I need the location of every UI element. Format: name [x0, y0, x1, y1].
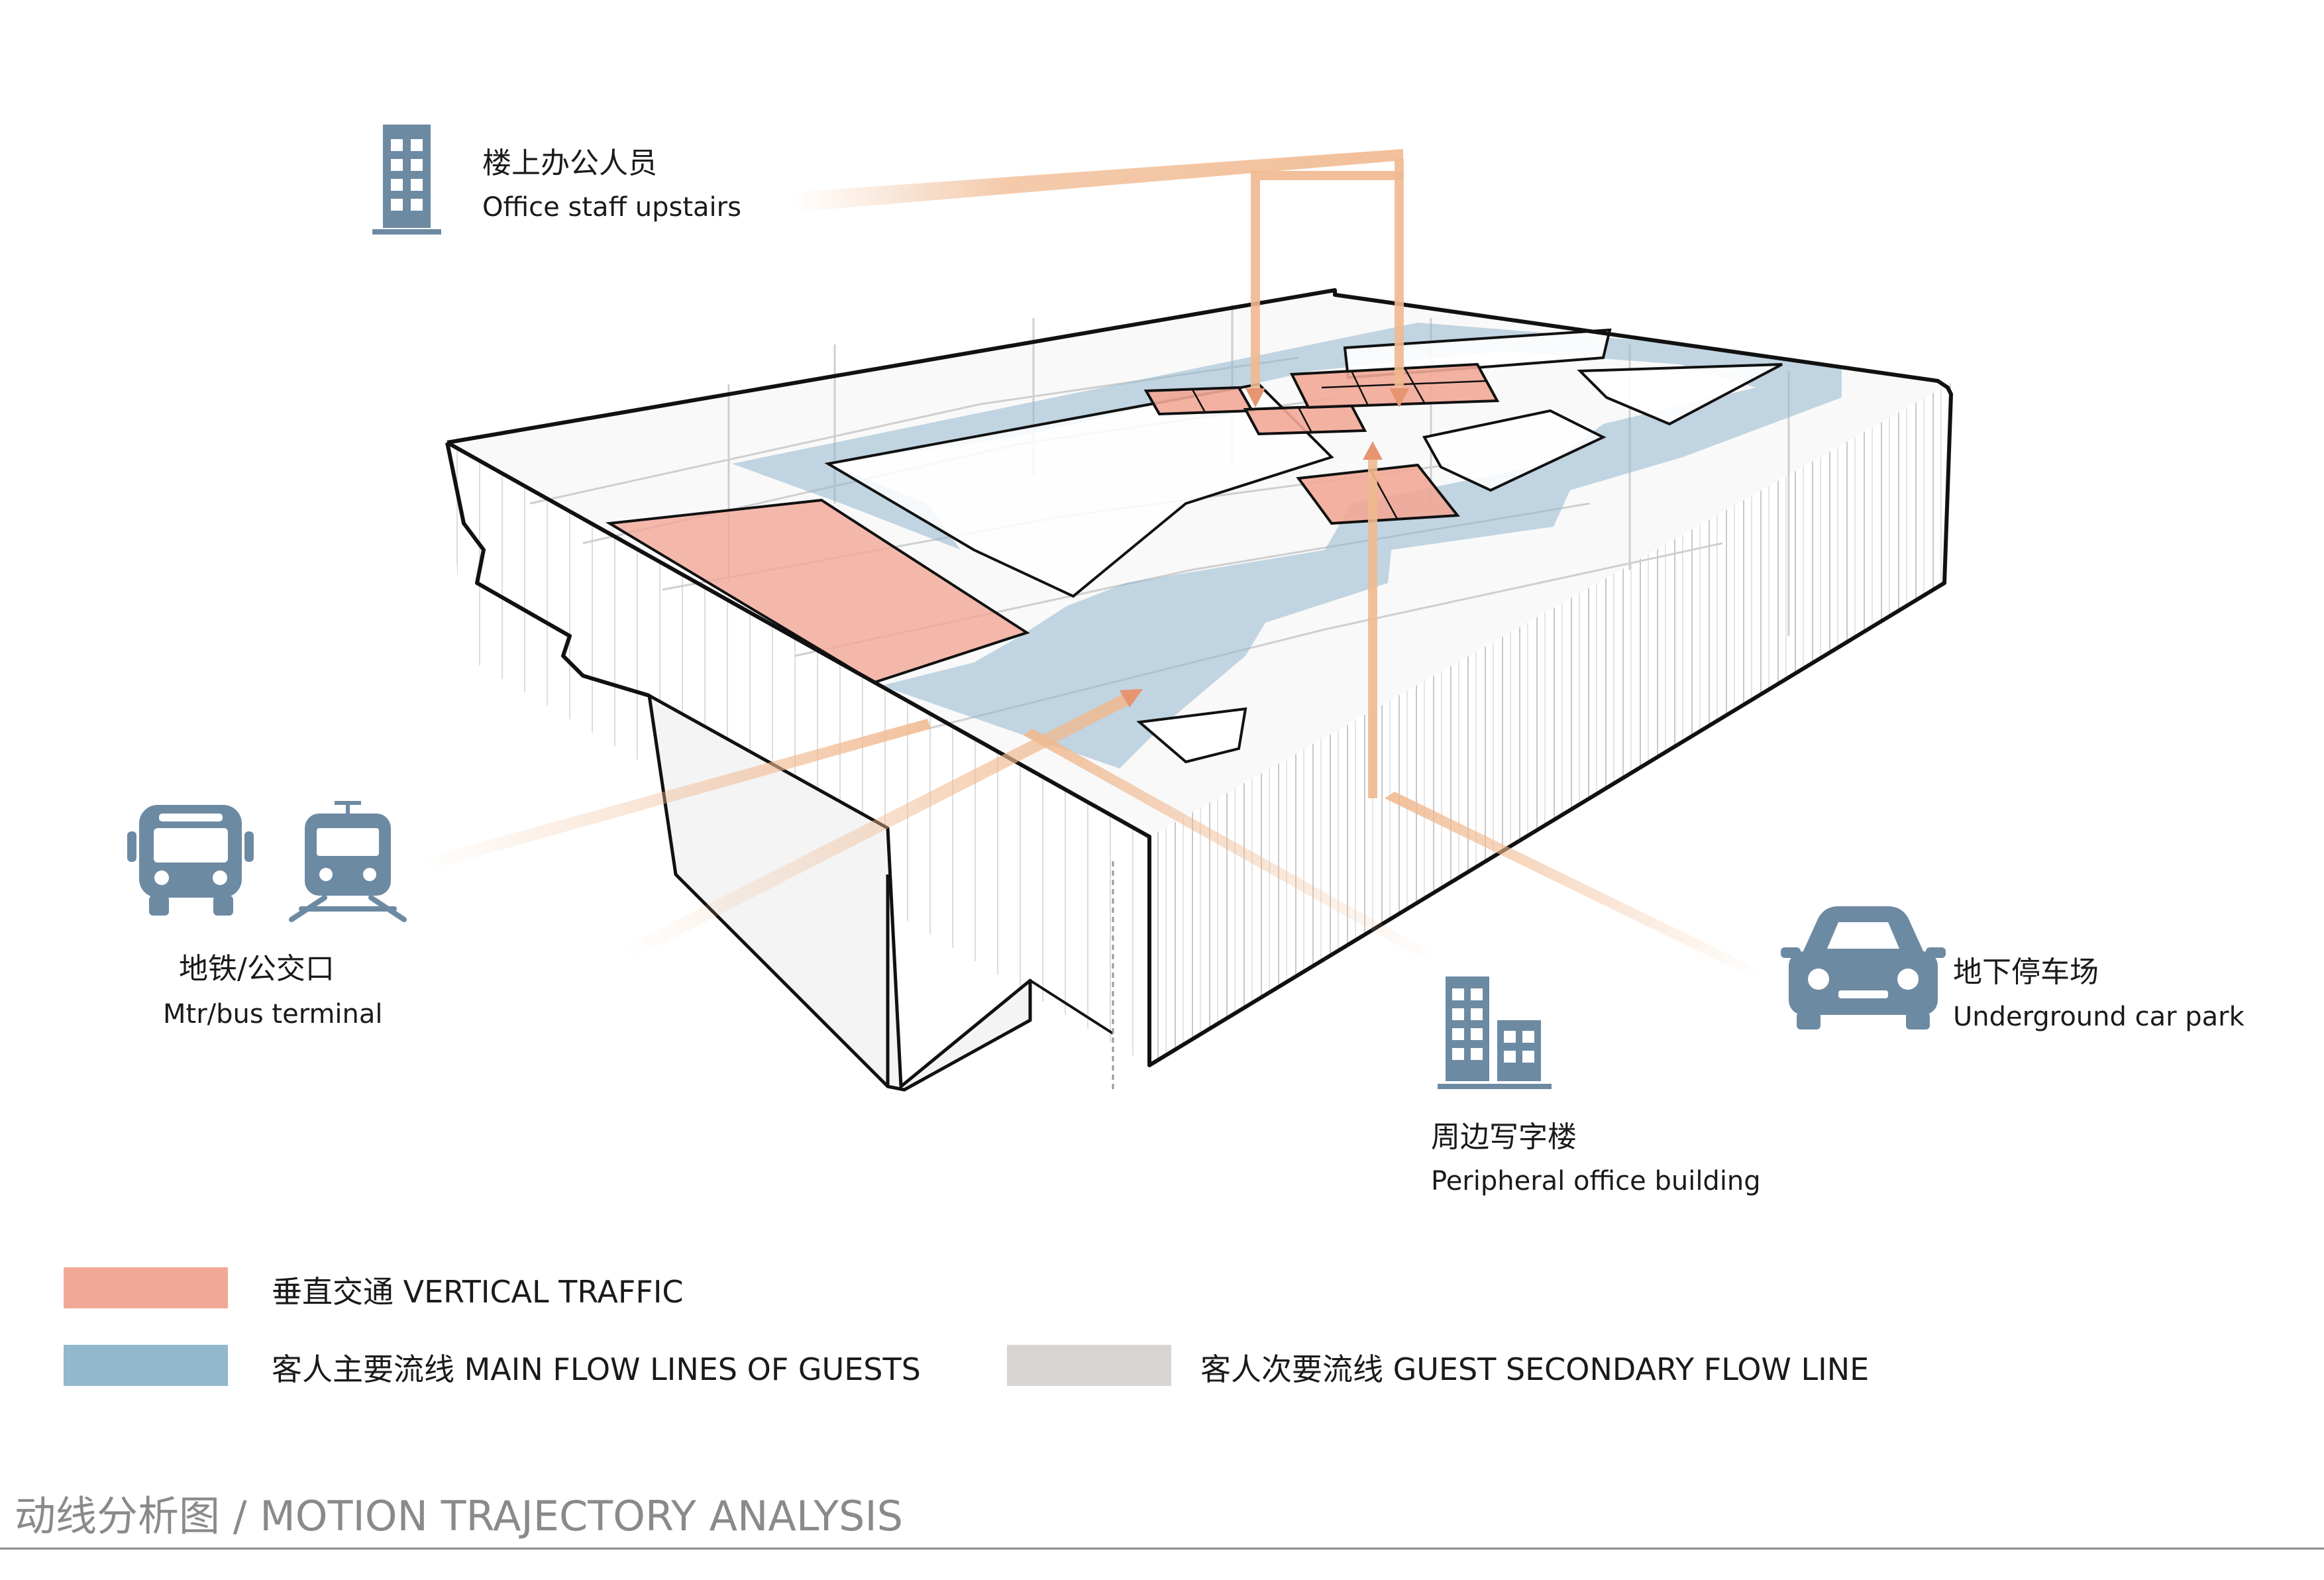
legend-swatch-main-flow [64, 1345, 228, 1386]
bus-icon [127, 805, 254, 916]
vertical-traffic-escalator [605, 498, 1030, 684]
mtr-bus-label-zh: 地铁/公交口 [179, 952, 335, 986]
building-model [445, 288, 1953, 1093]
car-park-label-zh: 地下停车场 [1953, 955, 2099, 989]
legend-label-main-flow: 客人主要流线 MAIN FLOW LINES OF GUESTS [272, 1351, 921, 1387]
legend-label-vertical: 垂直交通 VERTICAL TRAFFIC [272, 1274, 684, 1310]
legend-swatch-secondary-flow [1007, 1345, 1171, 1386]
legend-label-secondary-flow: 客人次要流线 GUEST SECONDARY FLOW LINE [1200, 1351, 1870, 1387]
lower-podium [647, 694, 1032, 1092]
office-staff-label-zh: 楼上办公人员 [482, 146, 657, 180]
mtr-flow-lower [623, 692, 1134, 957]
car-park-label-en: Underground car park [1953, 1002, 2245, 1032]
peripheral-flow [1024, 729, 1438, 964]
right-facade [1149, 383, 1951, 1065]
office-buildings-icon [1438, 976, 1552, 1089]
footer-title: 动线分析图 / MOTION TRAJECTORY ANALYSIS [15, 1492, 903, 1540]
train-icon [289, 801, 407, 922]
legend-swatch-vertical [64, 1267, 228, 1308]
footer-divider [0, 1548, 2324, 1550]
office-building-icon [372, 125, 441, 235]
office-staff-label-en: Office staff upstairs [482, 192, 741, 223]
flow-arrows [424, 149, 1762, 980]
peripheral-label-zh: 周边写字楼 [1431, 1120, 1577, 1154]
car-park-flow [1385, 792, 1762, 980]
peripheral-label-en: Peripheral office building [1431, 1166, 1761, 1196]
left-facade [447, 443, 1149, 1065]
mtr-flow-upper [424, 719, 931, 868]
mtr-bus-label-en: Mtr/bus terminal [163, 999, 383, 1029]
office-staff-flow [795, 149, 1403, 212]
car-icon [1781, 906, 1946, 1029]
